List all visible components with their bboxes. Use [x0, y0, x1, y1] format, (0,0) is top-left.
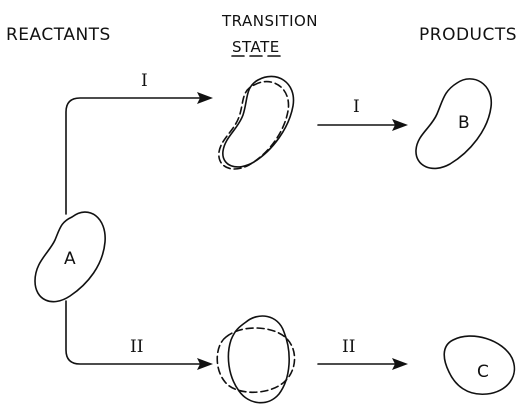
- path-i-label-in: I: [141, 71, 148, 91]
- molecule-b: B: [415, 78, 492, 170]
- path-ii-arrow-out: [317, 358, 408, 370]
- header-transition-line1: TRANSITION: [221, 12, 318, 30]
- molecule-a-label: A: [64, 249, 76, 269]
- transition-state-i: [218, 75, 295, 170]
- molecule-a: A: [34, 211, 106, 303]
- header-transition-line2: STATE: [232, 38, 280, 56]
- molecule-b-label: B: [458, 113, 470, 133]
- path-ii-label-out: II: [342, 337, 355, 357]
- path-ii-branch: [65, 300, 213, 370]
- molecule-c: C: [443, 335, 516, 395]
- molecule-c-label: C: [477, 362, 489, 382]
- path-i-branch: [65, 92, 213, 215]
- path-i-arrow-out: [317, 119, 408, 131]
- header-products: PRODUCTS: [419, 25, 517, 45]
- path-ii-label-in: II: [130, 337, 143, 357]
- transition-state-ii: [216, 315, 296, 404]
- header-reactants: REACTANTS: [6, 25, 111, 45]
- path-i-label-out: I: [353, 97, 360, 117]
